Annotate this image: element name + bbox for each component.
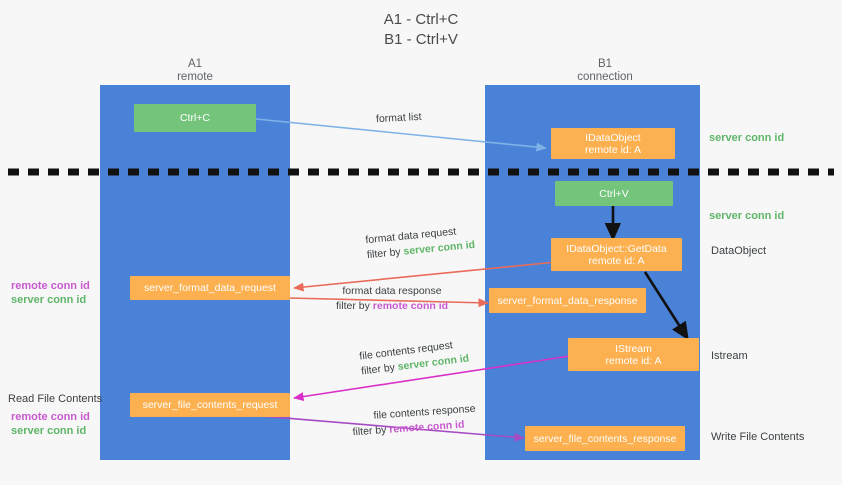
box-server-format-data-response-label: server_format_data_response bbox=[497, 294, 638, 307]
annotation-file-contents-response-filter-value: remote conn id bbox=[388, 418, 465, 436]
box-server-format-data-request[interactable]: server_format_data_request bbox=[130, 276, 290, 300]
box-idataobject-line1: IDataObject bbox=[585, 131, 641, 144]
title-line-1: A1 - Ctrl+C bbox=[383, 11, 459, 28]
box-server-file-contents-response-label: server_file_contents_response bbox=[533, 432, 677, 445]
box-idataobject-getdata-line2: remote id: A bbox=[588, 254, 645, 267]
label-dataobject: DataObject bbox=[711, 245, 767, 257]
label-server-conn-id-file: server conn id bbox=[11, 425, 87, 437]
label-remote-conn-id-file: remote conn id bbox=[11, 411, 90, 423]
lane-header-b1-sub: connection bbox=[577, 71, 633, 83]
box-ctrl-v[interactable]: Ctrl+V bbox=[555, 181, 673, 206]
label-conn-id-stack-file: remote conn id server conn id bbox=[11, 410, 90, 438]
box-server-file-contents-request[interactable]: server_file_contents_request bbox=[130, 393, 290, 417]
box-idataobject[interactable]: IDataObject remote id: A bbox=[551, 128, 675, 159]
box-ctrl-v-label: Ctrl+V bbox=[599, 187, 629, 200]
label-server-conn-id-format: server conn id bbox=[11, 294, 87, 306]
box-idataobject-getdata-line1: IDataObject::GetData bbox=[566, 242, 667, 255]
annotation-format-data-response: format data response filter by remote co… bbox=[336, 284, 448, 314]
box-ctrl-c[interactable]: Ctrl+C bbox=[134, 104, 256, 132]
label-server-conn-id-mid: server conn id bbox=[709, 210, 785, 222]
box-server-file-contents-response[interactable]: server_file_contents_response bbox=[525, 426, 685, 451]
box-ctrl-c-label: Ctrl+C bbox=[179, 112, 211, 124]
annotation-file-contents-response-filter-prefix: filter by bbox=[352, 423, 390, 439]
label-read-file-contents: Read File Contents bbox=[8, 393, 103, 405]
annotation-file-contents-response: file contents response filter by remote … bbox=[351, 402, 477, 441]
lane-header-b1-name: B1 bbox=[597, 58, 613, 70]
box-istream-line2: remote id: A bbox=[605, 354, 662, 367]
box-server-file-contents-request-label: server_file_contents_request bbox=[142, 399, 278, 411]
box-idataobject-getdata[interactable]: IDataObject::GetData remote id: A bbox=[551, 238, 682, 271]
box-idataobject-line2: remote id: A bbox=[584, 143, 642, 156]
box-server-format-data-response[interactable]: server_format_data_response bbox=[489, 288, 646, 313]
label-server-conn-id-top: server conn id bbox=[709, 132, 785, 144]
lane-header-b1: B1 connection bbox=[530, 58, 680, 84]
lane-header-a1: A1 remote bbox=[120, 58, 270, 84]
annotation-format-data-response-filter-value: remote conn id bbox=[372, 300, 449, 312]
annotation-file-contents-request-filter-prefix: filter by bbox=[360, 361, 399, 378]
lane-header-a1-sub: remote bbox=[177, 71, 213, 83]
box-server-format-data-request-label: server_format_data_request bbox=[144, 282, 276, 294]
title-line-2: B1 - Ctrl+V bbox=[384, 31, 458, 48]
label-remote-conn-id-format: remote conn id bbox=[11, 280, 90, 292]
annotation-format-data-response-filter: filter by remote conn id bbox=[336, 299, 448, 314]
label-conn-id-stack-format: remote conn id server conn id bbox=[11, 279, 90, 307]
lane-header-a1-name: A1 bbox=[187, 58, 203, 70]
annotation-format-data-response-filter-prefix: filter by bbox=[336, 300, 373, 312]
box-istream-line1: IStream bbox=[615, 342, 652, 355]
label-write-file-contents: Write File Contents bbox=[711, 431, 805, 443]
label-istream: Istream bbox=[711, 350, 748, 362]
box-istream[interactable]: IStream remote id: A bbox=[568, 338, 699, 371]
annotation-format-data-response-title: format data response bbox=[342, 285, 442, 297]
annotation-format-list: format list bbox=[375, 110, 422, 126]
diagram-title: A1 - Ctrl+C B1 - Ctrl+V bbox=[0, 10, 842, 50]
annotation-format-data-request: format data request filter by server con… bbox=[365, 223, 476, 263]
annotation-file-contents-request: file contents request filter by server c… bbox=[359, 336, 470, 379]
annotation-file-contents-response-filter: filter by remote conn id bbox=[352, 417, 477, 441]
annotation-format-data-request-filter-prefix: filter by bbox=[366, 245, 405, 262]
